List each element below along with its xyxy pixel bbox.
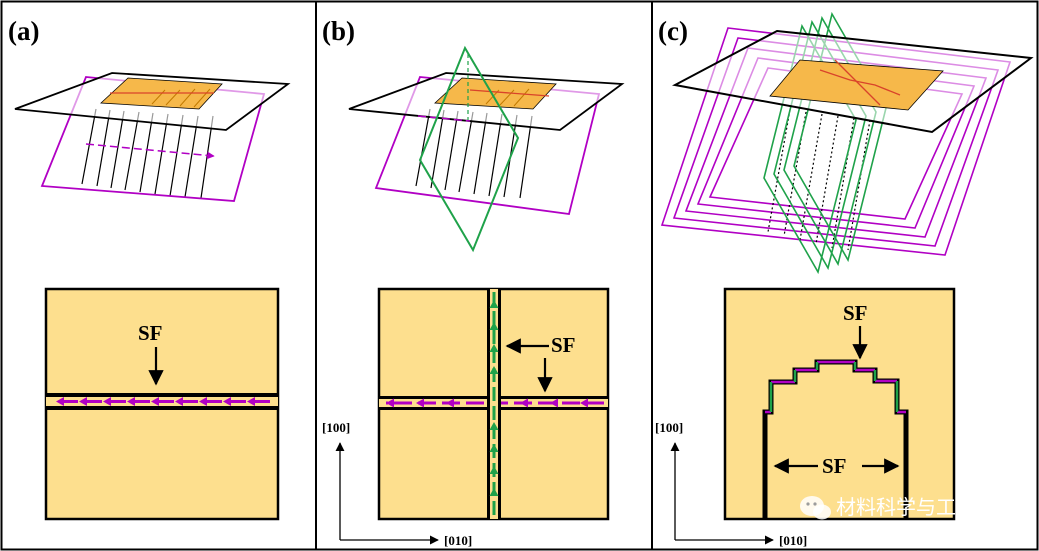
panel-c-2d-view: SF SF xyxy=(723,287,956,521)
panel-b-3d-schematic xyxy=(348,45,625,253)
panel-c-3d-schematic xyxy=(660,11,1034,275)
sf-label-b: SF xyxy=(551,333,576,357)
axis-x-label-c: [010] xyxy=(779,533,807,548)
sf-label-c-middle: SF xyxy=(822,454,847,478)
axis-y-label-b: [100] xyxy=(322,420,350,435)
wechat-icon xyxy=(800,496,831,520)
panel-label-a: (a) xyxy=(8,16,39,46)
panel-a-3d-schematic xyxy=(14,72,291,202)
axis-y-label-c: [100] xyxy=(655,420,683,435)
sf-label-a: SF xyxy=(138,321,163,345)
watermark-text: 材料科学与工程 xyxy=(836,495,976,519)
panel-a-2d-view: SF xyxy=(44,287,280,521)
sf-label-c-top: SF xyxy=(843,301,868,325)
watermark: 材料科学与工程 xyxy=(800,495,976,520)
panel-b-2d-view: SF xyxy=(377,287,610,521)
panel-a: (a) xyxy=(8,16,291,521)
panel-c: (c) xyxy=(655,11,1034,548)
axis-x-label-b: [010] xyxy=(444,533,472,548)
panel-label-b: (b) xyxy=(322,16,355,46)
axes-b: [100] [010] xyxy=(322,420,472,548)
axes-c: [100] [010] xyxy=(655,420,807,548)
panel-b: (b) xyxy=(322,16,625,548)
panel-label-c: (c) xyxy=(658,16,688,46)
